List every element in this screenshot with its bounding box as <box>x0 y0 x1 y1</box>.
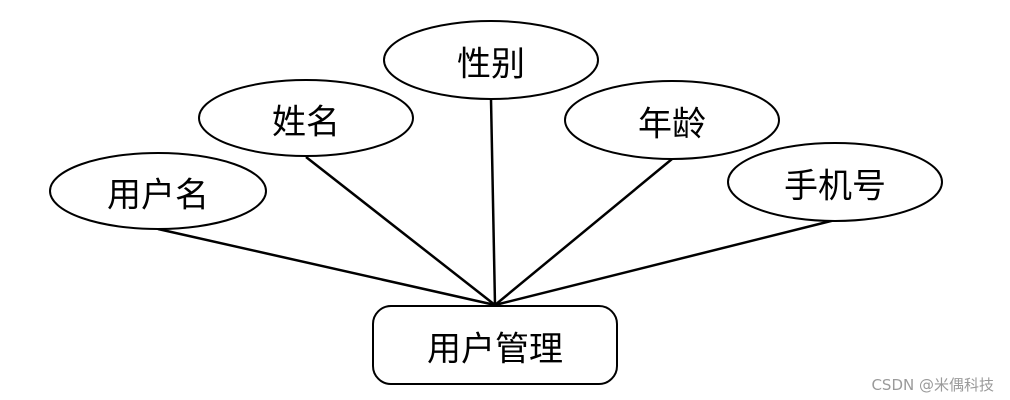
attribute-gender: 性别 <box>383 20 599 100</box>
attribute-phone: 手机号 <box>727 142 943 222</box>
entity-label: 用户管理 <box>427 330 563 370</box>
entity-user-management: 用户管理 <box>372 305 618 385</box>
attribute-gender-label: 性别 <box>457 45 525 85</box>
connector-age <box>494 158 673 306</box>
attribute-age: 年龄 <box>564 80 780 160</box>
attribute-phone-label: 手机号 <box>784 167 886 207</box>
attribute-name-label: 姓名 <box>272 103 340 143</box>
attribute-username: 用户名 <box>49 152 267 230</box>
attribute-age-label: 年龄 <box>638 105 706 145</box>
connector-name <box>305 156 496 306</box>
connector-phone <box>494 218 836 307</box>
attribute-username-label: 用户名 <box>107 176 209 216</box>
connector-username <box>157 227 496 307</box>
attribute-name: 姓名 <box>198 79 414 157</box>
watermark: CSDN @米偶科技 <box>871 376 994 394</box>
connector-gender <box>489 98 497 306</box>
